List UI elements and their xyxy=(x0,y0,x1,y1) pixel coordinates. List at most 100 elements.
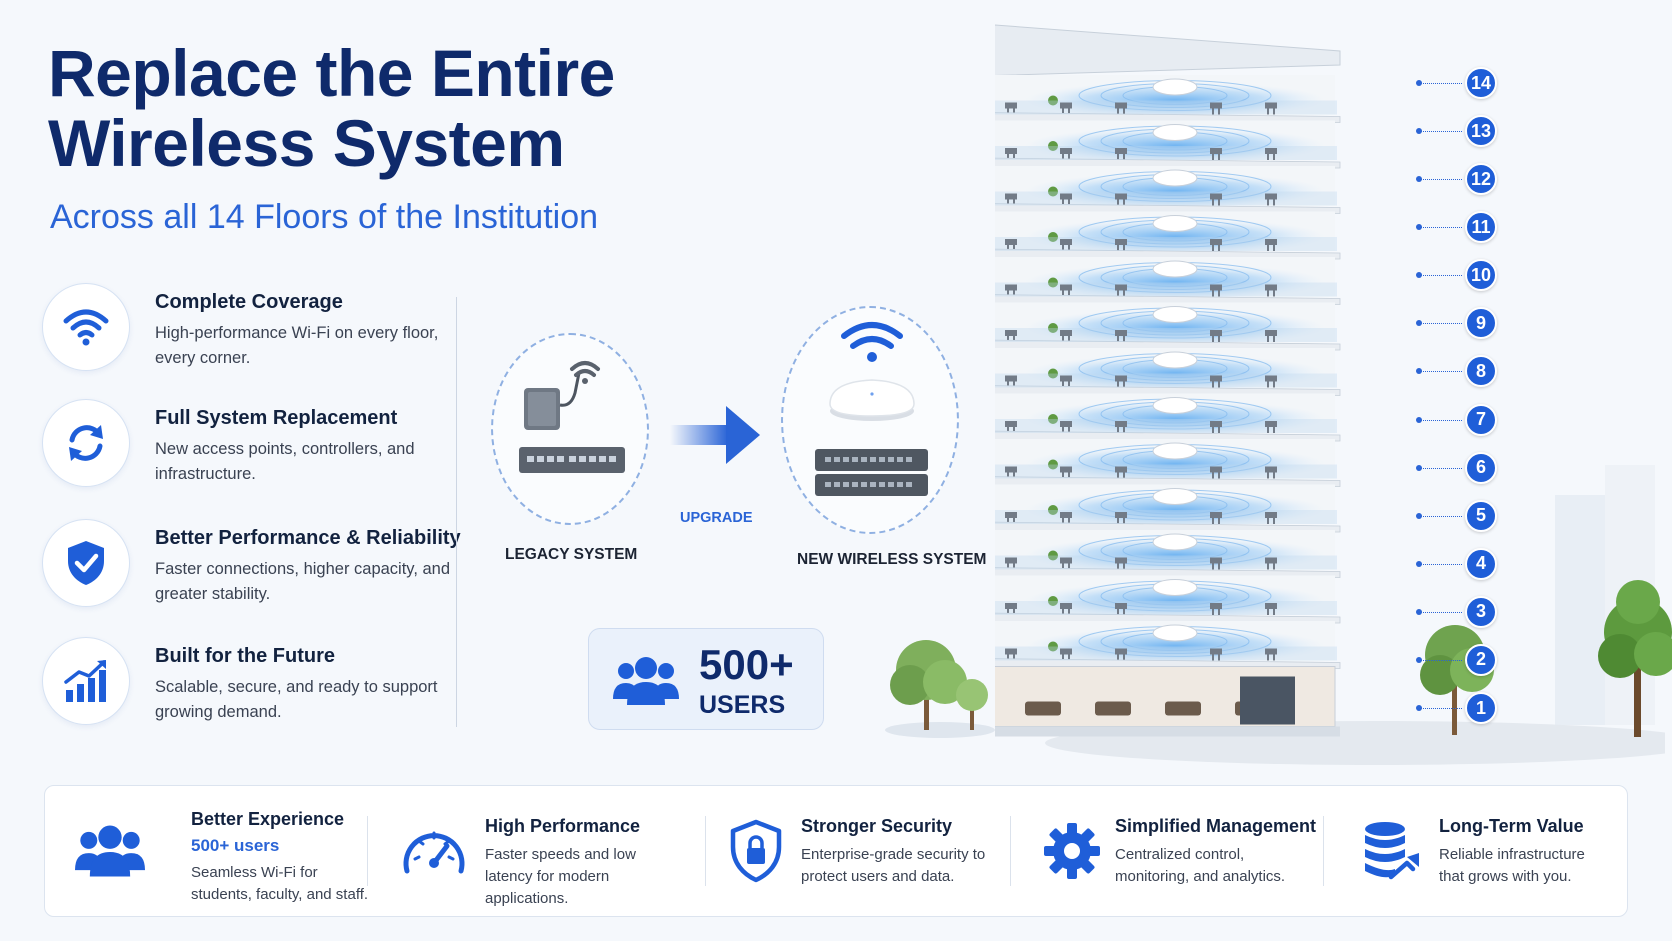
ceiling-access-point xyxy=(1152,579,1198,596)
feature-title: Complete Coverage xyxy=(155,291,343,313)
floor-leader-dot xyxy=(1416,608,1422,615)
floor-leader-line xyxy=(1420,371,1462,373)
gear-icon xyxy=(1033,816,1111,886)
floor-level xyxy=(995,393,1341,442)
growth-chart-icon xyxy=(42,637,130,725)
floor-leader-line xyxy=(1420,83,1462,84)
floor-level xyxy=(995,166,1341,214)
floor-leader-line xyxy=(1420,275,1462,277)
benefit-security: Stronger Security Enterprise-grade secur… xyxy=(717,786,1017,916)
floor-level xyxy=(995,439,1341,487)
floor-badge: 7 xyxy=(1465,403,1497,436)
floor-badge: 12 xyxy=(1465,163,1497,196)
floor-level xyxy=(995,75,1341,123)
floor-badge: 1 xyxy=(1465,692,1497,724)
feature-performance: Better Performance & Reliability Faster … xyxy=(42,519,462,619)
benefit-desc: Faster speeds and low latency for modern… xyxy=(485,846,636,907)
floor-leader-line xyxy=(1420,659,1462,661)
floor-level xyxy=(995,530,1341,578)
floor-leader-line xyxy=(1420,563,1462,565)
access-point-icon xyxy=(815,322,928,496)
ceiling-access-point xyxy=(1152,624,1198,642)
ceiling-access-point xyxy=(1152,260,1198,278)
new-system-illustration xyxy=(781,306,959,534)
floor-leader-dot xyxy=(1416,272,1422,279)
feature-replacement: Full System Replacement New access point… xyxy=(42,399,462,499)
section-divider xyxy=(456,297,457,727)
floor-leader-dot xyxy=(1416,705,1422,711)
database-growth-icon xyxy=(1353,816,1431,886)
benefit-title: Simplified Management xyxy=(1115,816,1317,836)
users-icon xyxy=(613,657,679,705)
floor-leader-dot xyxy=(1416,176,1422,183)
floor-leader-dot xyxy=(1416,656,1422,663)
ceiling-access-point xyxy=(1152,169,1198,187)
legacy-system-illustration xyxy=(491,333,649,525)
floor-badge: 10 xyxy=(1465,259,1497,292)
floor-leader-dot xyxy=(1416,224,1422,231)
floor-level xyxy=(995,302,1341,351)
users-stat-card: 500+ USERS xyxy=(588,628,824,730)
feature-desc: Scalable, secure, and ready to support g… xyxy=(155,678,438,721)
tree-far-right-icon xyxy=(1598,580,1672,737)
users-count: 500+ xyxy=(699,641,794,688)
benefit-title: Stronger Security xyxy=(801,816,953,836)
floor-level xyxy=(995,575,1341,624)
floor-badge: 3 xyxy=(1465,595,1497,628)
floor-leader-dot xyxy=(1416,560,1422,567)
tree-left-icon xyxy=(885,640,995,738)
ceiling-access-point xyxy=(1152,78,1198,96)
floor-level xyxy=(995,211,1341,260)
users-label: USERS xyxy=(699,691,786,719)
floor-badge: 4 xyxy=(1465,547,1497,580)
building-illustration xyxy=(995,24,1665,765)
wifi-icon xyxy=(42,283,130,371)
floor-badge: 2 xyxy=(1465,643,1497,676)
floor-leader-line xyxy=(1420,419,1462,421)
floor-level xyxy=(995,257,1341,305)
title-line-2: Wireless System xyxy=(48,106,565,180)
divider xyxy=(367,816,368,886)
lock-shield-icon xyxy=(717,816,795,886)
feature-title: Better Performance & Reliability xyxy=(155,527,461,549)
benefit-title: Long-Term Value xyxy=(1439,816,1584,836)
benefit-management: Simplified Management Centralized contro… xyxy=(1033,786,1323,916)
floor-leader-dot xyxy=(1416,464,1422,471)
benefit-desc: Centralized control, monitoring, and ana… xyxy=(1115,846,1286,885)
benefit-subtitle: 500+ users xyxy=(191,836,280,855)
floor-leader-line xyxy=(1420,708,1462,709)
feature-desc: High-performance Wi-Fi on every floor, e… xyxy=(155,324,439,367)
feature-future: Built for the Future Scalable, secure, a… xyxy=(42,637,462,737)
benefit-experience: Better Experience 500+ users Seamless Wi… xyxy=(71,786,368,916)
floor-level xyxy=(995,484,1341,533)
speedometer-icon xyxy=(395,816,473,886)
floor-badge: 6 xyxy=(1465,451,1497,484)
floor-level xyxy=(995,120,1341,169)
page-subtitle: Across all 14 Floors of the Institution xyxy=(50,198,599,236)
ceiling-access-point xyxy=(1152,124,1198,141)
ceiling-access-point xyxy=(1152,533,1198,551)
legacy-system-label: LEGACY SYSTEM xyxy=(505,546,638,563)
benefits-bar: Better Experience 500+ users Seamless Wi… xyxy=(44,785,1628,917)
floor-badge: 14 xyxy=(1465,67,1497,99)
legacy-router-icon xyxy=(519,361,625,473)
ceiling-access-point xyxy=(1152,351,1198,369)
floor-badge: 9 xyxy=(1465,307,1497,340)
benefit-desc: Seamless Wi-Fi for students, faculty, an… xyxy=(191,864,369,903)
floor-leader-line xyxy=(1420,515,1462,517)
ceiling-access-point xyxy=(1152,306,1198,323)
ceiling-access-point xyxy=(1152,442,1198,460)
floor-badge: 13 xyxy=(1465,115,1497,148)
floor-badge: 8 xyxy=(1465,355,1497,388)
floor-leader-line xyxy=(1420,611,1462,613)
shield-check-icon xyxy=(42,519,130,607)
floor-badge: 11 xyxy=(1465,211,1497,244)
feature-title: Full System Replacement xyxy=(155,407,398,429)
floor-leader-dot xyxy=(1416,512,1422,519)
feature-desc: Faster connections, higher capacity, and… xyxy=(155,560,451,603)
ceiling-access-point xyxy=(1152,397,1198,414)
ceiling-access-point xyxy=(1152,215,1198,232)
upgrade-arrow-icon xyxy=(670,406,760,464)
floor-leader-line xyxy=(1420,323,1462,325)
floor-leader-dot xyxy=(1416,128,1422,135)
